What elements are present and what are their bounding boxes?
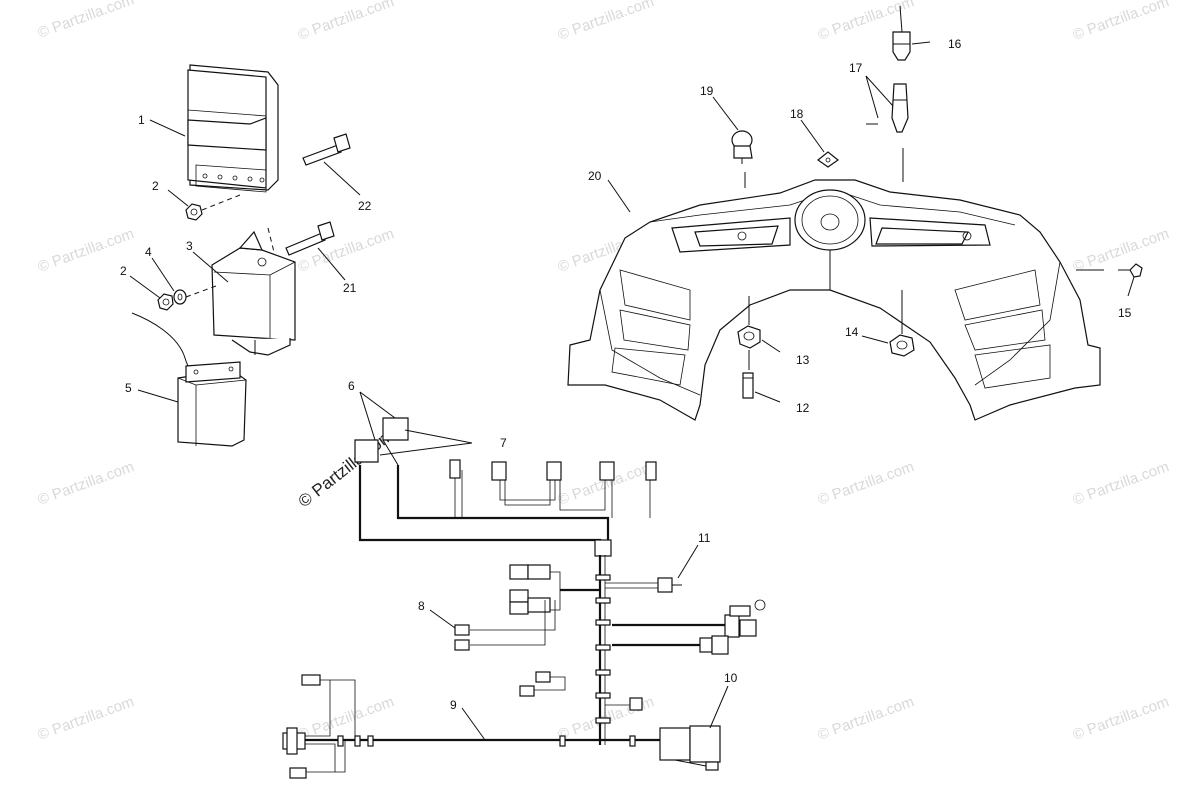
callout-1: 1 [138, 113, 145, 127]
callout-9: 9 [450, 698, 457, 712]
callout-2-upper: 2 [152, 179, 159, 193]
part-3-regulator [211, 230, 296, 356]
part-4-washer [173, 289, 187, 305]
callout-13: 13 [796, 353, 810, 367]
watermark: © Partzilla.com [556, 0, 657, 44]
part-1-cdi-module [187, 64, 279, 193]
part-21-bolt [285, 221, 335, 256]
callout-12: 12 [796, 401, 810, 415]
callout-4: 4 [145, 245, 152, 259]
part-20-dash-pod [567, 179, 1101, 421]
callout-22: 22 [358, 199, 372, 213]
watermark-large: © Partzilla.com [295, 426, 397, 512]
watermark: © Partzilla.com [296, 0, 397, 44]
part-2-nut-lower [157, 293, 174, 311]
callout-17: 17 [849, 61, 863, 75]
watermark: © Partzilla.com [1071, 0, 1172, 44]
callout-19: 19 [700, 84, 714, 98]
callout-2-lower: 2 [120, 264, 127, 278]
watermark: © Partzilla.com [816, 458, 917, 509]
part-14-nut [889, 334, 915, 357]
watermark: © Partzilla.com [36, 693, 137, 744]
watermark: © Partzilla.com [36, 0, 137, 42]
callout-14: 14 [845, 325, 859, 339]
callout-18: 18 [790, 107, 804, 121]
part-5-module [131, 312, 247, 447]
watermark: © Partzilla.com [36, 458, 137, 509]
callout-7: 7 [500, 436, 507, 450]
callout-16: 16 [948, 37, 962, 51]
part-18-clip [816, 151, 840, 168]
callout-11: 11 [698, 531, 711, 545]
watermark: © Partzilla.com [1071, 693, 1172, 744]
watermark: © Partzilla.com [816, 693, 917, 744]
callout-3: 3 [186, 239, 193, 253]
callout-8: 8 [418, 599, 425, 613]
watermark: © Partzilla.com [1071, 225, 1172, 276]
callout-5: 5 [125, 381, 132, 395]
callout-10: 10 [724, 671, 738, 685]
part-19-switch [731, 130, 753, 164]
part-15-screw [1118, 263, 1143, 278]
part-13-nut [737, 325, 761, 349]
part-17-socket [866, 83, 909, 133]
part-16-bulb [892, 5, 911, 61]
callout-20: 20 [588, 169, 602, 183]
watermark: © Partzilla.com [1071, 458, 1172, 509]
callout-6: 6 [348, 379, 355, 393]
wiring-harness [282, 417, 766, 779]
part-22-bolt [302, 133, 351, 166]
part-12-pin [742, 372, 754, 399]
watermark: © Partzilla.com [296, 225, 397, 276]
callout-15: 15 [1118, 306, 1132, 320]
callout-21: 21 [343, 281, 357, 295]
part-2-nut-upper [185, 203, 203, 221]
